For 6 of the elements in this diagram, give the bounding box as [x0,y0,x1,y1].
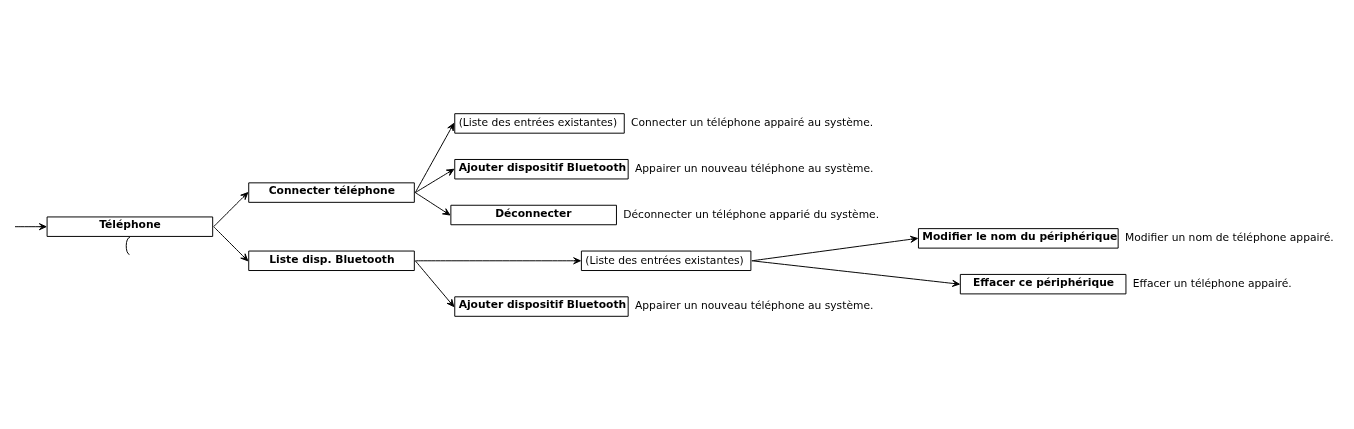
node-label: Connecter un téléphone appairé au système. [631,115,874,129]
node-label: Déconnecter un téléphone apparié du système. [623,207,880,221]
node-label: Appairer un nouveau téléphone au système. [634,298,874,312]
node-label: Modifier un nom de téléphone appairé. [1124,230,1334,244]
node-label: Appairer un nouveau téléphone au système. [634,161,874,175]
node-label: Effacer un téléphone appairé. [1132,276,1292,290]
